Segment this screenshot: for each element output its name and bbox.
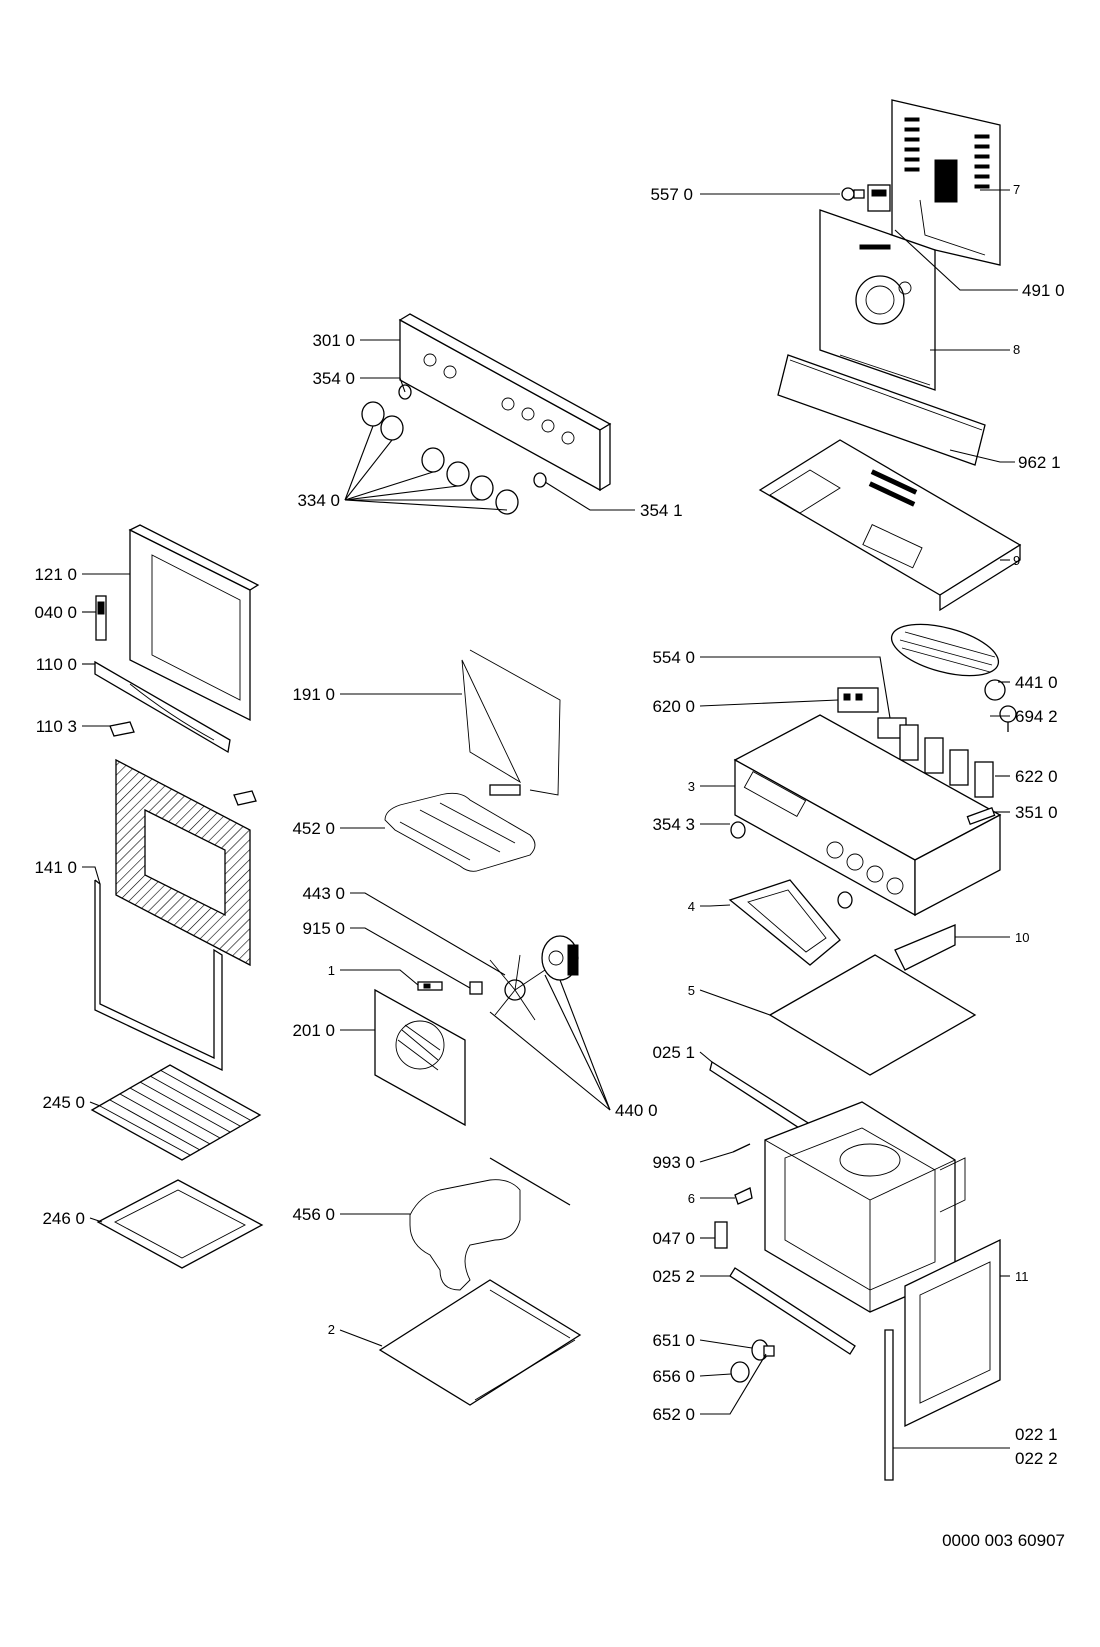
- label-441-0: 441 0: [1015, 673, 1058, 692]
- grill-element-452: [384, 784, 536, 872]
- thermostat-557: [841, 187, 865, 201]
- label-443-0: 443 0: [302, 884, 345, 903]
- part-labels: 557 0 7 491 0 8 962 1 9 301 0 354 0 334 …: [34, 182, 1065, 1550]
- leader-lines: [82, 189, 1018, 1449]
- label-354-1: 354 1: [640, 501, 683, 520]
- floor-plate-2: [378, 1279, 582, 1406]
- switch-620: [837, 687, 879, 713]
- fan-cover-201: [374, 988, 466, 1127]
- label-047-0: 047 0: [652, 1229, 695, 1248]
- control-housing-3: [733, 714, 1002, 917]
- rear-wall-panel-8: [819, 209, 936, 391]
- lamp-cover-656: [730, 1361, 750, 1383]
- label-5: 5: [688, 983, 695, 998]
- fan-motor-440: [541, 935, 579, 981]
- label-121-0: 121 0: [34, 565, 77, 584]
- label-656-0: 656 0: [652, 1367, 695, 1386]
- oven-seal-191: [461, 649, 561, 796]
- door-profile-110: [94, 660, 231, 754]
- bracket-4: [728, 879, 841, 966]
- label-4: 4: [688, 899, 695, 914]
- wire-shelf-245: [90, 1064, 262, 1161]
- inner-door-121: [128, 524, 260, 722]
- label-8: 8: [1013, 342, 1020, 357]
- fan-nut-915: [469, 981, 483, 995]
- label-3: 3: [688, 779, 695, 794]
- label-2: 2: [328, 1322, 335, 1337]
- label-110-3: 110 3: [36, 717, 77, 736]
- baking-tray-246: [96, 1179, 264, 1269]
- side-plate-5: [768, 954, 977, 1076]
- label-246-0: 246 0: [42, 1209, 85, 1228]
- label-354-3: 354 3: [652, 815, 695, 834]
- label-694-2: 694 2: [1015, 707, 1058, 726]
- label-7: 7: [1013, 182, 1020, 197]
- tangential-fan-441: [890, 623, 1006, 701]
- oven-cavity: [764, 1101, 966, 1313]
- label-993-0: 993 0: [652, 1153, 695, 1172]
- label-652-0: 652 0: [652, 1405, 695, 1424]
- runner-025-2: [729, 1267, 856, 1355]
- control-knobs-334: [361, 401, 519, 515]
- drawing-number: 0000 003 60907: [942, 1531, 1065, 1550]
- label-452-0: 452 0: [292, 819, 335, 838]
- label-354-0: 354 0: [312, 369, 355, 388]
- insulation-962: [777, 354, 986, 466]
- label-11: 11: [1015, 1269, 1029, 1284]
- label-040-0: 040 0: [34, 603, 77, 622]
- label-025-1: 025 1: [652, 1043, 695, 1062]
- label-201-0: 201 0: [292, 1021, 335, 1040]
- label-915-0: 915 0: [302, 919, 345, 938]
- label-110-0: 110 0: [36, 655, 77, 674]
- thermostat-694: [999, 705, 1017, 732]
- label-557-0: 557 0: [650, 185, 693, 204]
- circular-element-456: [409, 1157, 571, 1291]
- lamp-holder-652: [763, 1345, 775, 1357]
- label-6: 6: [688, 1191, 695, 1206]
- label-622-0: 622 0: [1015, 767, 1058, 786]
- label-334-0: 334 0: [297, 491, 340, 510]
- label-9: 9: [1013, 553, 1020, 568]
- spindle-351: [966, 806, 996, 826]
- label-301-0: 301 0: [312, 331, 355, 350]
- label-440-0: 440 0: [615, 1101, 658, 1120]
- label-962-1: 962 1: [1018, 453, 1061, 472]
- cover-10: [894, 924, 956, 971]
- screw-993: [732, 1143, 751, 1153]
- switches-622: [899, 724, 994, 798]
- label-191-0: 191 0: [292, 685, 335, 704]
- side-panel-11: [904, 1238, 1001, 1428]
- label-554-0: 554 0: [652, 648, 695, 667]
- label-141-0: 141 0: [34, 858, 77, 877]
- label-620-0: 620 0: [652, 697, 695, 716]
- end-cap-110-3: [109, 721, 257, 806]
- label-022-1: 022 1: [1015, 1425, 1058, 1444]
- control-panel-301: [398, 313, 612, 492]
- rear-cover-panel-7: [891, 99, 1001, 266]
- label-491-0: 491 0: [1022, 281, 1065, 300]
- label-025-2: 025 2: [652, 1267, 695, 1286]
- label-351-0: 351 0: [1015, 803, 1058, 822]
- bracket-1: [417, 981, 443, 991]
- label-10: 10: [1015, 930, 1029, 945]
- label-1: 1: [328, 963, 335, 978]
- side-runner-022: [884, 1329, 894, 1481]
- fan-blade-443: [489, 954, 546, 1021]
- label-456-0: 456 0: [292, 1205, 335, 1224]
- top-panel-9: [758, 439, 1022, 612]
- door-hinge-040: [95, 595, 107, 641]
- bracket-6: [734, 1187, 753, 1205]
- door-glass-141: [115, 758, 251, 967]
- label-651-0: 651 0: [652, 1331, 695, 1350]
- hinge-047: [714, 1221, 728, 1249]
- label-245-0: 245 0: [42, 1093, 85, 1112]
- spindle-354-3: [730, 821, 853, 909]
- label-022-2: 022 2: [1015, 1449, 1058, 1468]
- inner-glass-141: [94, 879, 223, 1072]
- fan-motor-bracket-491: [867, 184, 891, 212]
